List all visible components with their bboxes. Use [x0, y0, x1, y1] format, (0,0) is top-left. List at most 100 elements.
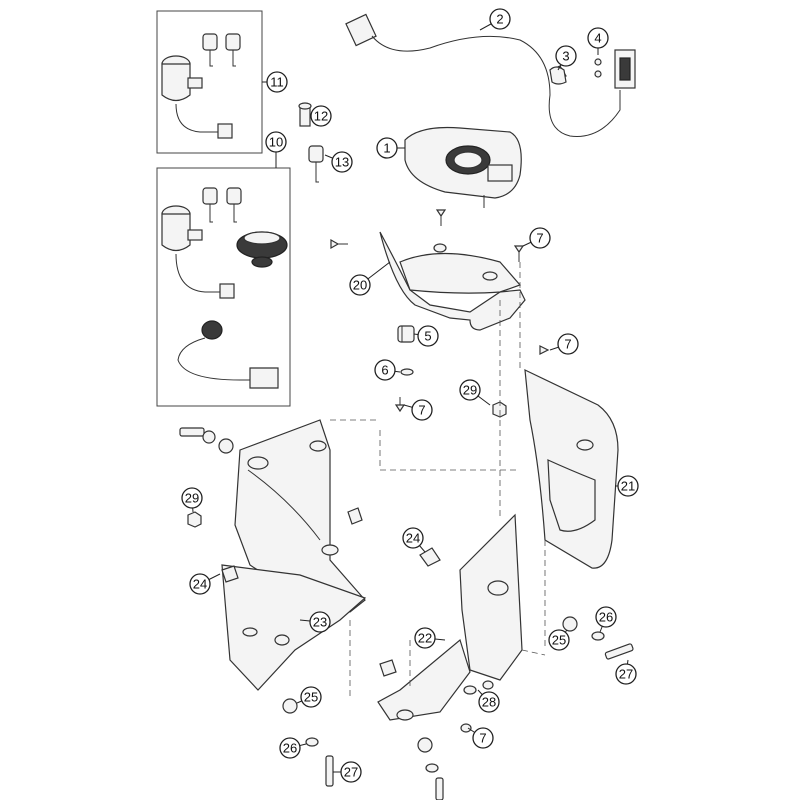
callout-c12: 12	[310, 105, 332, 127]
callout-c24a: 24	[402, 527, 426, 553]
callout-label: 7	[418, 403, 425, 418]
callout-c21: 21	[615, 475, 639, 497]
key-icon	[202, 187, 242, 223]
callout-label: 12	[314, 109, 328, 124]
callout-circle	[331, 151, 353, 173]
callout-label: 25	[552, 633, 566, 648]
callout-label: 26	[599, 610, 613, 625]
callout-circle	[459, 379, 481, 401]
callout-circle	[411, 399, 433, 421]
callout-label: 4	[594, 31, 601, 46]
nut-29-icon	[187, 401, 507, 528]
callout-c24b: 24	[189, 573, 221, 595]
callout-c27a: 27	[615, 659, 637, 685]
callout-circle	[309, 611, 331, 633]
callout-c7a: 7	[522, 227, 551, 249]
fastener-set-right	[460, 616, 634, 733]
callout-circle	[587, 27, 609, 49]
clip-3	[549, 66, 567, 85]
side-cover-21	[524, 368, 619, 569]
seat-lock-icon	[177, 320, 279, 389]
callout-circle	[548, 629, 570, 651]
callout-label: 3	[562, 49, 569, 64]
callout-label: 21	[621, 479, 635, 494]
callout-label: 1	[383, 141, 390, 156]
callout-circle	[557, 333, 579, 355]
callout-c5: 5	[413, 325, 439, 347]
callout-label: 6	[381, 363, 388, 378]
callout-c2: 2	[479, 8, 511, 31]
callout-c23: 23	[299, 611, 331, 633]
ignition-lock-11	[161, 33, 241, 139]
callout-label: 5	[424, 329, 431, 344]
callout-c20: 20	[349, 261, 391, 296]
callout-c26b: 26	[279, 737, 307, 759]
connector-4	[614, 49, 636, 89]
callout-circle	[529, 227, 551, 249]
grommet-5	[397, 325, 415, 343]
callout-circle	[595, 606, 617, 628]
callout-c22: 22	[414, 627, 446, 649]
screw-4	[594, 58, 602, 78]
callout-circle	[402, 527, 424, 549]
key-icon	[202, 33, 241, 67]
callout-label: 25	[304, 690, 318, 705]
callout-c11: 11	[262, 71, 288, 93]
callout-c7d: 7	[467, 727, 494, 749]
callout-circle	[615, 663, 637, 685]
callout-circle	[478, 691, 500, 713]
callout-circle	[472, 727, 494, 749]
bolt-left-top	[179, 427, 234, 454]
callout-label: 29	[463, 383, 477, 398]
callout-circle	[266, 71, 288, 93]
callout-label: 20	[353, 278, 367, 293]
ignition-lock-10	[161, 187, 288, 389]
callout-label: 7	[536, 231, 543, 246]
callout-circle	[340, 761, 362, 783]
callout-label: 24	[406, 531, 420, 546]
screw-7-icon	[330, 209, 550, 413]
callout-c26a: 26	[595, 606, 617, 633]
callout-label: 11	[270, 75, 284, 90]
clip-24-icon	[221, 507, 441, 677]
callout-label: 13	[335, 155, 349, 170]
callout-circle	[617, 475, 639, 497]
side-cover-left	[234, 419, 366, 613]
callout-label: 22	[418, 631, 432, 646]
part-12-bolt	[298, 102, 312, 127]
callout-circle	[279, 737, 301, 759]
bracket-20	[379, 231, 526, 331]
callout-label: 10	[269, 135, 283, 150]
callout-layer: 1234567777101112132021222324242525262627…	[181, 8, 639, 783]
callout-c6: 6	[374, 359, 401, 381]
callout-circle	[374, 359, 396, 381]
side-cover-left-lower-23	[221, 564, 367, 691]
callout-label: 28	[482, 695, 496, 710]
callout-c7c: 7	[403, 399, 433, 421]
washer-6	[400, 368, 414, 376]
callout-c3: 3	[555, 45, 577, 71]
fuel-cap-icon	[236, 231, 288, 268]
callout-circle	[417, 325, 439, 347]
fastener-set-left-bottom	[282, 698, 444, 800]
callout-label: 24	[193, 577, 207, 592]
callout-label: 29	[185, 491, 199, 506]
instrument-cluster-1	[404, 126, 522, 208]
callout-circle	[376, 137, 398, 159]
callout-circle	[489, 8, 511, 30]
callout-circle	[349, 274, 371, 296]
side-cover-22	[377, 513, 523, 721]
callout-label: 7	[564, 337, 571, 352]
callout-c4: 4	[587, 27, 609, 55]
callout-circle	[414, 627, 436, 649]
callout-c29a: 29	[459, 379, 491, 406]
callout-label: 2	[496, 12, 503, 27]
part-13-key	[308, 145, 324, 183]
callout-circle	[189, 573, 211, 595]
callout-label: 27	[344, 765, 358, 780]
assembly-guide-lines	[330, 262, 546, 700]
callout-circle	[310, 105, 332, 127]
callout-label: 7	[479, 731, 486, 746]
kit-10-box	[156, 167, 291, 407]
